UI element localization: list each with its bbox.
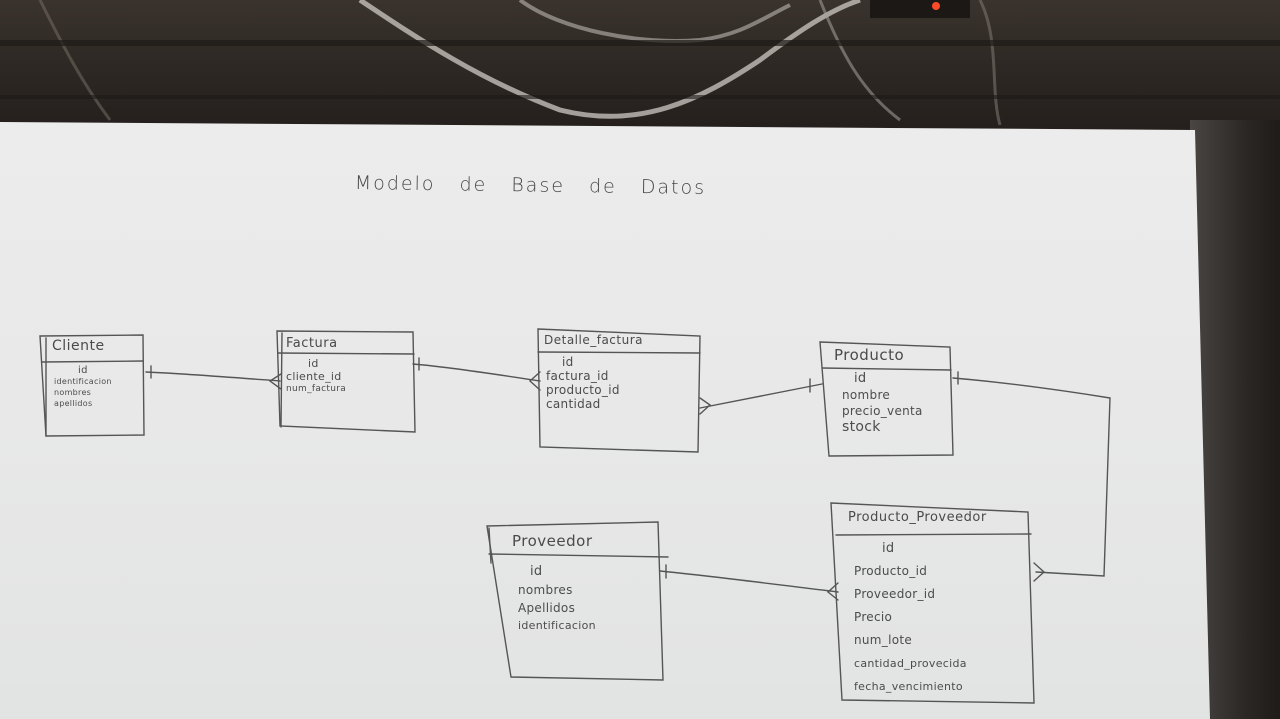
entity-field: id xyxy=(562,355,574,369)
entity-name: Proveedor xyxy=(512,532,593,550)
entity-field: fecha_vencimiento xyxy=(854,680,963,693)
entity-field: cantidad_provecida xyxy=(854,657,967,670)
background-cables xyxy=(0,0,1280,126)
entity-field: identificacion xyxy=(518,619,596,632)
entity-box-producto-proveedor xyxy=(830,502,1035,704)
entity-name: Producto_Proveedor xyxy=(848,510,987,525)
entity-field: precio_venta xyxy=(842,404,923,418)
entity-field: apellidos xyxy=(54,399,93,408)
relation-factura-detalle xyxy=(412,357,541,391)
entity-field: id xyxy=(854,371,867,386)
entity-field: id xyxy=(882,541,895,556)
entity-field: cliente_id xyxy=(286,370,342,383)
entity-field-list: id nombres Apellidos identificacion xyxy=(518,563,596,635)
entity-field-list: id factura_id producto_id cantidad xyxy=(546,355,620,411)
entity-field: stock xyxy=(842,419,881,435)
entity-field: Apellidos xyxy=(518,601,576,615)
paper-sheet xyxy=(0,122,1210,719)
entity-name: Cliente xyxy=(52,338,105,354)
entity-field: num_lote xyxy=(854,633,913,647)
relation-proveedor-productoproveedor xyxy=(659,564,839,601)
entity-field: identificacion xyxy=(54,377,112,386)
entity-field-list: id Producto_id Proveedor_id Precio num_l… xyxy=(854,537,967,698)
entity-field-list: id identificacion nombres apellidos xyxy=(54,365,112,409)
relation-cliente-factura xyxy=(145,365,282,390)
relation-producto-productoproveedor xyxy=(952,371,1111,582)
entity-field: nombre xyxy=(842,388,891,402)
entity-field: Producto_id xyxy=(854,564,928,578)
entity-box-producto xyxy=(819,341,954,457)
entity-field: Precio xyxy=(854,610,893,624)
entity-field: factura_id xyxy=(546,369,609,383)
entity-field: id xyxy=(308,357,319,370)
entity-box-factura xyxy=(276,330,416,433)
entity-field-list: id nombre precio_venta stock xyxy=(842,371,923,435)
entity-field: producto_id xyxy=(546,383,620,397)
entity-field: Proveedor_id xyxy=(854,587,936,601)
entity-name: Detalle_factura xyxy=(544,333,644,347)
entity-box-proveedor xyxy=(486,521,669,681)
relation-detalle-producto xyxy=(699,378,823,415)
entity-field: nombres xyxy=(518,583,573,597)
entity-box-cliente xyxy=(39,334,145,437)
entity-field: id xyxy=(530,564,543,579)
entity-name: Producto xyxy=(834,346,905,364)
entity-field: num_factura xyxy=(286,384,347,394)
entity-box-detalle-factura xyxy=(537,328,701,453)
entity-field: nombres xyxy=(54,388,92,397)
entity-field: cantidad xyxy=(546,397,601,411)
entity-field-list: id cliente_id num_factura xyxy=(286,357,346,396)
entity-name: Factura xyxy=(286,336,338,351)
entity-field: id xyxy=(78,365,88,376)
